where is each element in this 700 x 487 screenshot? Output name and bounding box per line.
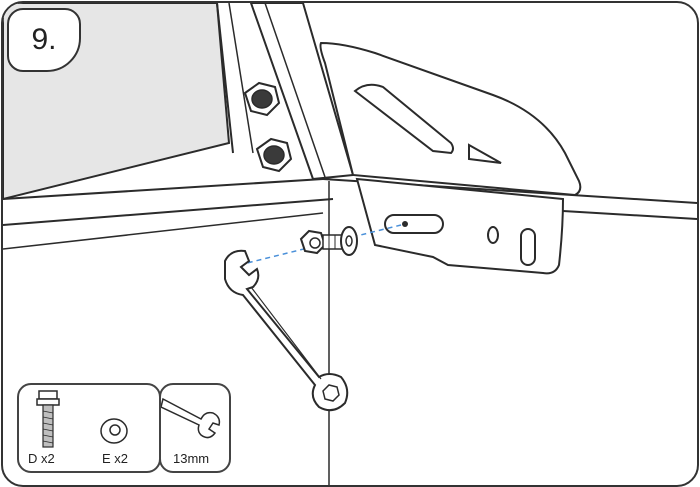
rail-mid-left: [3, 198, 334, 226]
post-edge: [264, 3, 326, 178]
rail-low-left: [3, 212, 324, 250]
flange-slot-right: [520, 228, 536, 266]
rail-mid-right: [562, 210, 697, 220]
rail-top-left: [3, 178, 324, 200]
bracket-cutout-small: [468, 143, 502, 164]
bracket-top-plate: [319, 41, 582, 197]
lower-nut: [255, 137, 293, 173]
assembly-illustration: [3, 3, 697, 485]
parts-list-box: D x2 E x2: [17, 383, 161, 473]
washer-e-icon: [100, 418, 128, 444]
flange-slot-left: [384, 214, 444, 234]
upper-nut: [243, 81, 281, 117]
slot-hole-marker: [402, 221, 408, 227]
tool-size-label: 13mm: [173, 451, 210, 466]
step-number: 9.: [31, 23, 57, 56]
bolt-d-label: D x2: [28, 451, 55, 466]
washer-being-inserted: [340, 226, 358, 256]
bracket-side-flange: [355, 177, 565, 275]
bolt-being-inserted: [299, 229, 344, 255]
wrench-icon: [161, 397, 221, 439]
bracket-cutout-large: [353, 83, 454, 155]
frame-edge-outer: [228, 3, 254, 154]
parts-icons: [36, 390, 128, 448]
flange-hole: [487, 226, 499, 244]
frame-edge-inner: [216, 3, 234, 154]
washer-e-label: E x2: [102, 451, 129, 466]
step-number-badge: 9.: [7, 8, 81, 72]
bolt-d-icon: [36, 390, 60, 448]
tool-icon: [161, 397, 221, 439]
tool-box: 13mm: [159, 383, 231, 473]
wrench-illustration: [224, 249, 349, 412]
